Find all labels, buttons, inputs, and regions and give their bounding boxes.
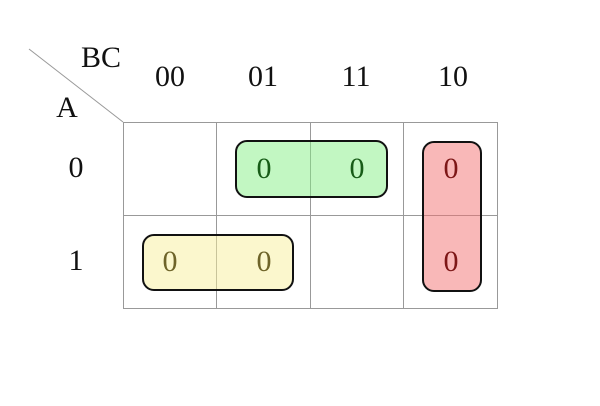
column-header-bc11: 11 — [341, 60, 371, 93]
cell-a1-bc01 — [217, 215, 311, 308]
cell-value-a0-bc10: 0 — [443, 152, 459, 185]
row-header-a0: 0 — [68, 151, 84, 184]
cell-value-a1-bc10: 0 — [443, 245, 459, 278]
cell-value-a0-bc11: 0 — [349, 152, 365, 185]
column-header-bc10: 10 — [438, 60, 468, 93]
row-variable-label: A — [56, 91, 78, 124]
column-header-bc01: 01 — [248, 60, 278, 93]
column-header-bc00: 00 — [155, 60, 185, 93]
implicant-group-yellow — [142, 234, 294, 291]
cell-a0-bc11 — [310, 123, 404, 216]
cell-value-a1-bc00: 0 — [162, 245, 178, 278]
cell-value-a1-bc01: 0 — [256, 245, 272, 278]
column-variables-label: BC — [80, 41, 122, 74]
diagonal-line-icon — [28, 48, 124, 123]
row-header-a1: 1 — [68, 244, 84, 277]
cell-value-a0-bc01: 0 — [256, 152, 272, 185]
implicant-group-red — [422, 141, 482, 292]
cell-a0-bc00 — [124, 123, 218, 216]
cell-a1-bc11 — [311, 215, 404, 308]
implicant-group-green — [235, 140, 388, 198]
